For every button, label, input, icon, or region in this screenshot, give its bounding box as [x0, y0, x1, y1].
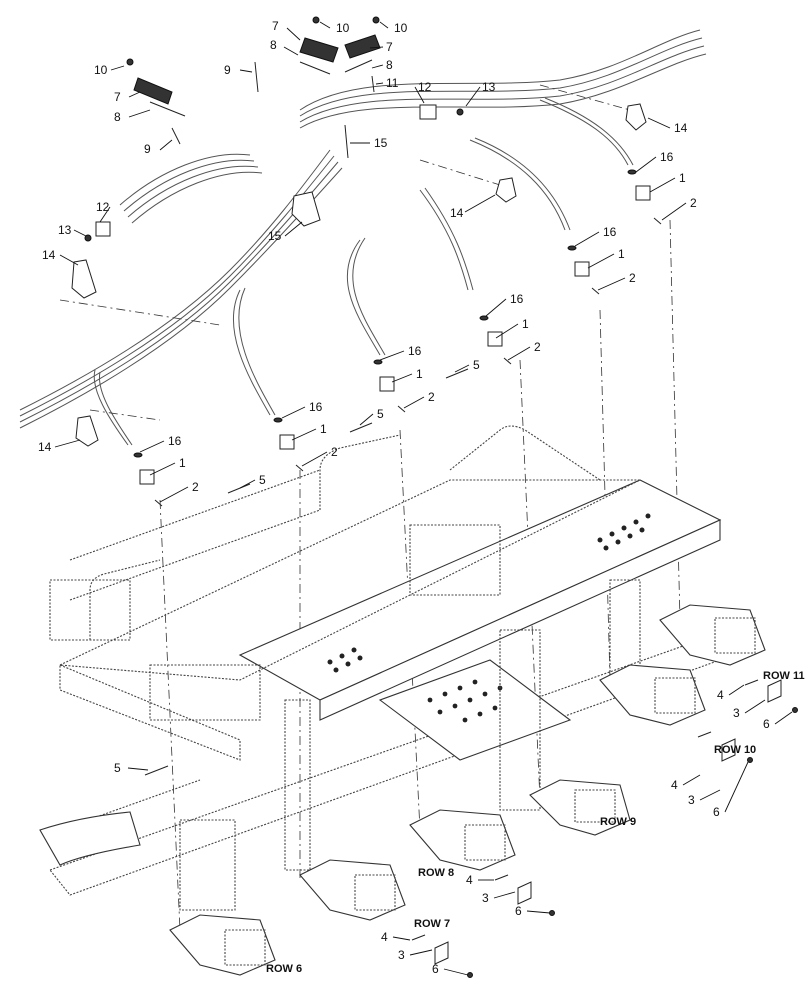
- callout-6: 6: [713, 805, 720, 819]
- callout-16: 16: [309, 400, 323, 414]
- callout-1: 1: [679, 171, 686, 185]
- row-units: [169, 604, 766, 976]
- row-unit-7: [299, 859, 406, 921]
- row-9-label: ROW 9: [600, 816, 636, 828]
- callout-2: 2: [534, 340, 541, 354]
- callout-7: 7: [272, 19, 279, 33]
- callout-14: 14: [42, 248, 56, 262]
- callout-8: 8: [270, 38, 277, 52]
- callout-8: 8: [114, 110, 121, 124]
- callout-16: 16: [510, 292, 524, 306]
- callout-1: 1: [179, 456, 186, 470]
- row-unit-9: [529, 779, 631, 836]
- callout-10: 10: [336, 21, 350, 35]
- callout-9: 9: [224, 63, 231, 77]
- callout-15: 15: [268, 229, 282, 243]
- callout-13: 13: [482, 80, 496, 94]
- callout-14: 14: [38, 440, 52, 454]
- callout-3: 3: [398, 948, 405, 962]
- callout-10: 10: [94, 63, 108, 77]
- callouts: 10 7 8 9 9 7 8 10 10 7 8 11 12 13 14 15 …: [38, 19, 770, 976]
- callout-2: 2: [428, 390, 435, 404]
- callout-5: 5: [259, 473, 266, 487]
- callout-1: 1: [522, 317, 529, 331]
- callout-3: 3: [688, 793, 695, 807]
- callout-5: 5: [114, 761, 121, 775]
- callout-16: 16: [408, 344, 422, 358]
- callout-2: 2: [690, 196, 697, 210]
- callout-4: 4: [671, 778, 678, 792]
- callout-16: 16: [168, 434, 182, 448]
- leader-lines: [54, 21, 793, 976]
- row-11-label: ROW 11: [763, 670, 805, 682]
- callout-13: 13: [58, 223, 72, 237]
- callout-6: 6: [515, 904, 522, 918]
- callout-5: 5: [473, 358, 480, 372]
- callout-2: 2: [629, 271, 636, 285]
- callout-1: 1: [618, 247, 625, 261]
- callout-12: 12: [96, 200, 110, 214]
- callout-9: 9: [144, 142, 151, 156]
- row-6-label: ROW 6: [266, 963, 302, 975]
- callout-3: 3: [733, 706, 740, 720]
- callout-7: 7: [114, 90, 121, 104]
- row-unit-8: [409, 809, 516, 871]
- callout-3: 3: [482, 891, 489, 905]
- loose-parts: [71, 16, 798, 978]
- callout-15: 15: [374, 136, 388, 150]
- callout-14: 14: [674, 121, 688, 135]
- row-labels: ROW 6 ROW 7 ROW 8 ROW 9 ROW 10 ROW 11: [266, 670, 805, 975]
- callout-8: 8: [386, 58, 393, 72]
- callout-2: 2: [192, 480, 199, 494]
- callout-10: 10: [394, 21, 408, 35]
- callout-1: 1: [320, 422, 327, 436]
- callout-4: 4: [466, 873, 473, 887]
- callout-7: 7: [386, 40, 393, 54]
- callout-4: 4: [381, 930, 388, 944]
- callout-11: 11: [386, 76, 399, 90]
- row-7-label: ROW 7: [414, 918, 450, 930]
- callout-12: 12: [418, 80, 432, 94]
- wiring-harness: [19, 29, 707, 446]
- row-unit-6: [169, 914, 276, 976]
- row-unit-10: [599, 664, 706, 726]
- row-10-label: ROW 10: [714, 744, 756, 756]
- callout-4: 4: [717, 688, 724, 702]
- callout-5: 5: [377, 407, 384, 421]
- callout-6: 6: [432, 962, 439, 976]
- row-8-label: ROW 8: [418, 867, 454, 879]
- callout-16: 16: [660, 150, 674, 164]
- row-unit-11: [659, 604, 766, 666]
- callout-16: 16: [603, 225, 617, 239]
- callout-1: 1: [416, 367, 423, 381]
- callout-14: 14: [450, 206, 464, 220]
- callout-2: 2: [331, 445, 338, 459]
- planter-frame: [39, 425, 722, 911]
- callout-6: 6: [763, 717, 770, 731]
